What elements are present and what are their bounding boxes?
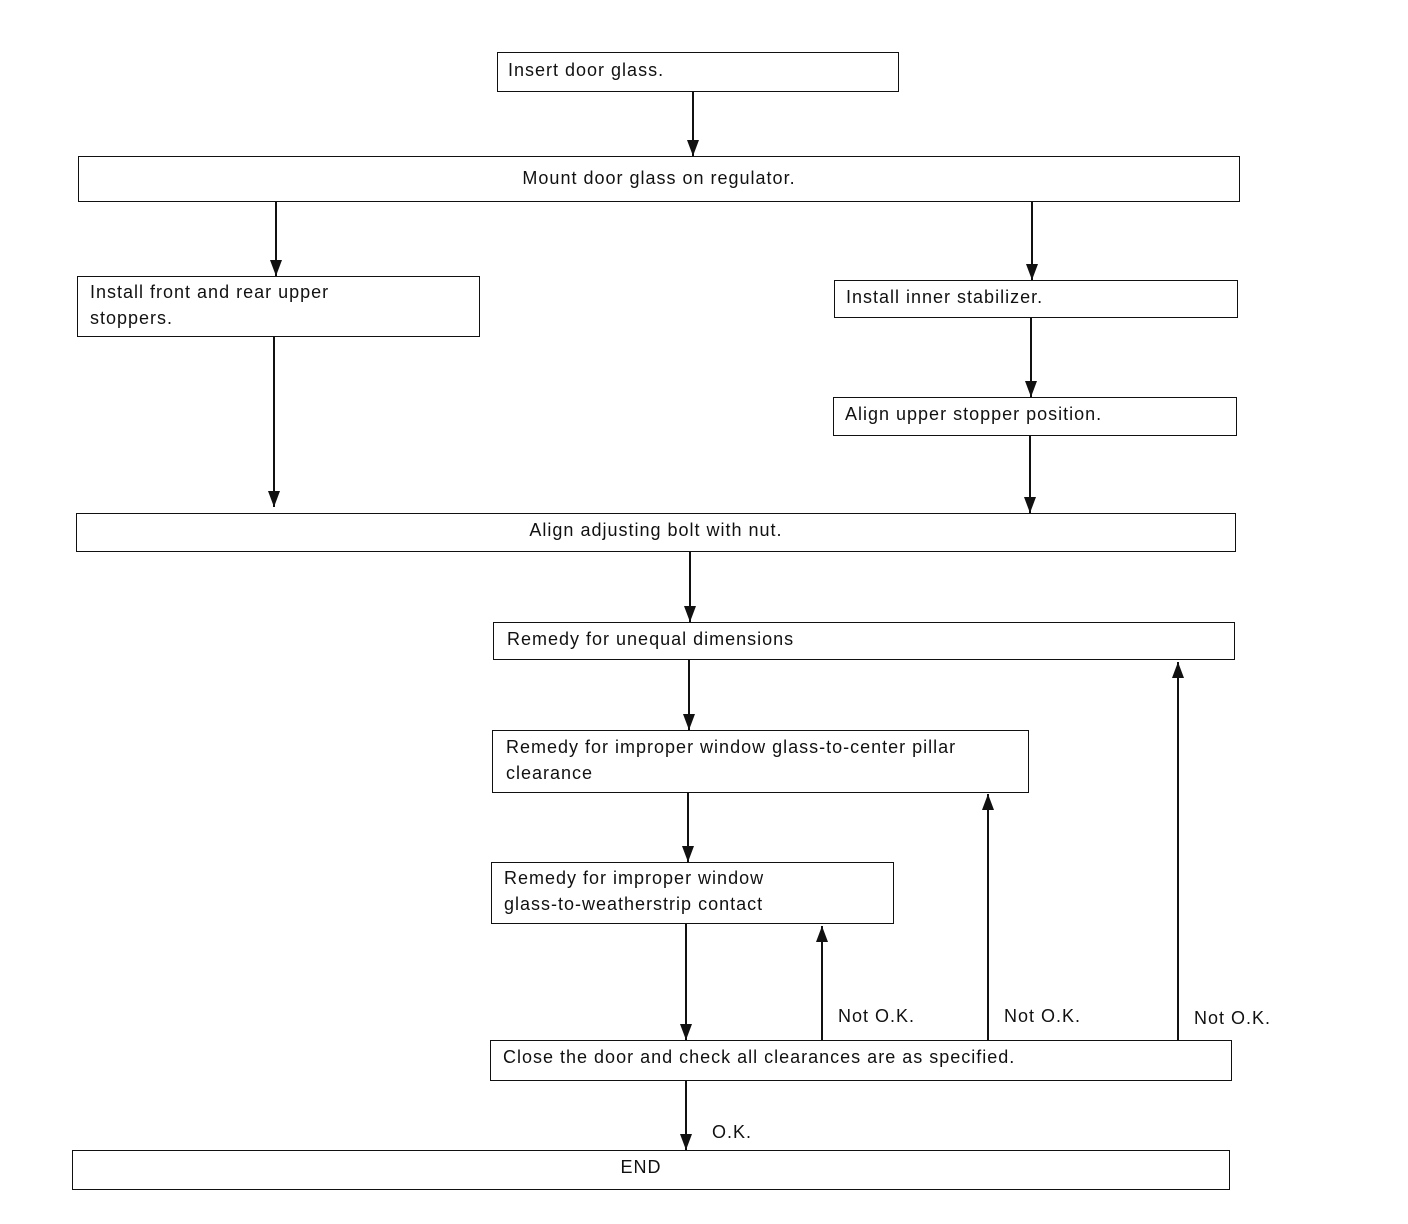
step-insert-door-glass: Insert door glass. xyxy=(497,52,899,92)
step-remedy-weatherstrip-contact: Remedy for improper window glass-to-weat… xyxy=(491,862,894,924)
label-not-ok-pillar: Not O.K. xyxy=(1004,1006,1082,1026)
step-end: END xyxy=(72,1150,1230,1190)
step-remedy-unequal-dimensions-text: Remedy for unequal dimensions xyxy=(507,629,795,649)
step-remedy-pillar-clearance-text: Remedy for improper window glass-to-cent… xyxy=(506,737,957,783)
step-install-inner-stabilizer: Install inner stabilizer. xyxy=(834,280,1238,318)
step-install-inner-stabilizer-text: Install inner stabilizer. xyxy=(846,287,1044,307)
step-align-adjusting-bolt: Align adjusting bolt with nut. xyxy=(76,513,1236,552)
step-install-stoppers: Install front and rear upper stoppers. xyxy=(77,276,480,337)
label-ok: O.K. xyxy=(712,1122,753,1142)
step-end-text: END xyxy=(620,1157,662,1177)
step-install-stoppers-text: Install front and rear upper stoppers. xyxy=(90,282,330,328)
step-check-clearances: Close the door and check all clearances … xyxy=(490,1040,1232,1081)
label-not-ok-weatherstrip: Not O.K. xyxy=(838,1006,916,1026)
step-mount-door-glass: Mount door glass on regulator. xyxy=(78,156,1240,202)
step-remedy-weatherstrip-contact-text: Remedy for improper window glass-to-weat… xyxy=(504,868,765,914)
step-align-upper-stopper-text: Align upper stopper position. xyxy=(845,404,1103,424)
step-remedy-pillar-clearance: Remedy for improper window glass-to-cent… xyxy=(492,730,1029,793)
step-insert-door-glass-text: Insert door glass. xyxy=(508,60,665,80)
step-align-adjusting-bolt-text: Align adjusting bolt with nut. xyxy=(529,520,783,540)
step-align-upper-stopper: Align upper stopper position. xyxy=(833,397,1237,436)
step-remedy-unequal-dimensions: Remedy for unequal dimensions xyxy=(493,622,1235,660)
step-check-clearances-text: Close the door and check all clearances … xyxy=(503,1047,1016,1067)
step-mount-door-glass-text: Mount door glass on regulator. xyxy=(522,168,796,188)
label-not-ok-dimensions: Not O.K. xyxy=(1194,1008,1272,1028)
